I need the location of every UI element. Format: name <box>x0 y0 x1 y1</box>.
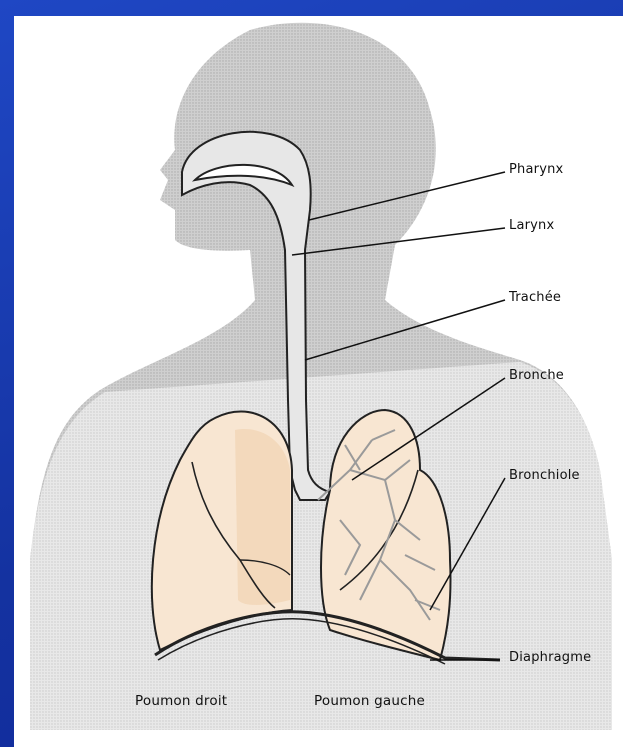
label-larynx: Larynx <box>509 218 554 233</box>
right-lung-shade <box>235 429 290 605</box>
label-pharynx: Pharynx <box>509 162 563 177</box>
label-bronchiole: Bronchiole <box>509 468 580 483</box>
label-bronchus: Bronche <box>509 368 564 383</box>
label-right-lung: Poumon droit <box>135 693 227 709</box>
label-left-lung: Poumon gauche <box>314 693 425 709</box>
label-trachea: Trachée <box>509 290 561 305</box>
label-diaphragm: Diaphragme <box>509 650 591 665</box>
